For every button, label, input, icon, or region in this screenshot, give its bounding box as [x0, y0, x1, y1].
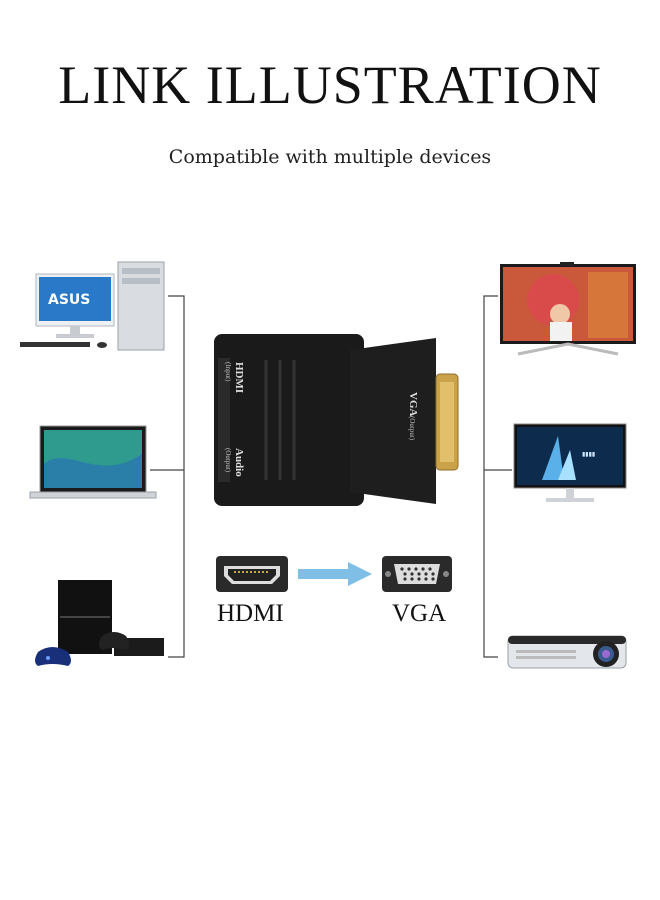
right-bracket-line: [483, 295, 498, 658]
hdmi-port-label: HDMI: [233, 362, 245, 393]
svg-text:▮▮▮▮: ▮▮▮▮: [582, 451, 595, 458]
monitor-icon: ▮▮▮▮: [513, 423, 627, 502]
desktop-computer-icon: ASUS: [20, 261, 165, 351]
arrow-icon: [298, 562, 372, 586]
vga-port-label: VGA: [407, 392, 419, 417]
hdmi-vga-adapter: HDMI (Input) Audio (Output) VGA (Output): [214, 334, 459, 506]
hdmi-port-sublabel: (Input): [224, 362, 232, 382]
page-subtitle: Compatible with multiple devices: [168, 146, 492, 168]
vga-port-sublabel: (Output): [408, 416, 416, 441]
game-console-icon: [35, 580, 164, 666]
tv-icon: [500, 262, 636, 356]
page-title: LINK ILLUSTRATION: [58, 55, 602, 115]
audio-port-label: Audio: [233, 448, 245, 477]
svg-text:ASUS: ASUS: [48, 292, 90, 308]
vga-port-icon: [382, 556, 452, 592]
hdmi-port-icon: [216, 556, 288, 592]
left-bracket-line: [168, 295, 185, 658]
vga-label: VGA: [392, 600, 447, 627]
projector-icon: [507, 635, 627, 669]
audio-port-sublabel: (Output): [224, 448, 232, 473]
hdmi-label: HDMI: [217, 600, 284, 627]
laptop-icon: [29, 425, 157, 499]
